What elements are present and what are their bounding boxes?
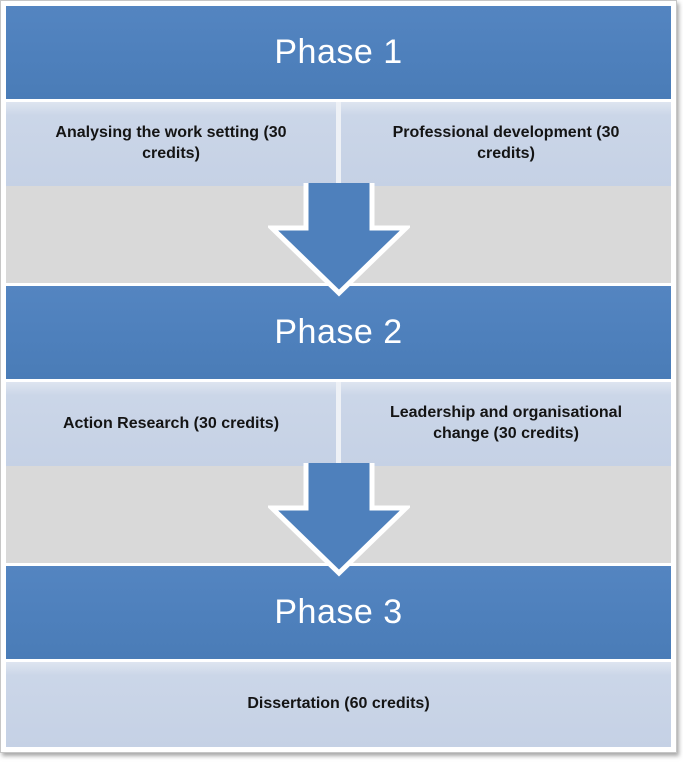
phase-flow-diagram: Phase 1 Analysing the work setting (30 c… — [6, 6, 671, 747]
divider — [6, 659, 671, 662]
phase-2-header: Phase 2 — [6, 286, 671, 379]
picture-frame: Phase 1 Analysing the work setting (30 c… — [0, 0, 677, 753]
phase-2-module-row: Action Research (30 credits) Leadership … — [6, 382, 671, 466]
phase-3-title: Phase 3 — [274, 593, 403, 631]
module-label: Professional development (30 credits) — [392, 124, 620, 162]
phase-3-header: Phase 3 — [6, 566, 671, 659]
module-label: Leadership and organisational change (30… — [389, 404, 623, 442]
module-box-leadership-change: Leadership and organisational change (30… — [341, 382, 671, 466]
phase-2-title: Phase 2 — [274, 313, 403, 351]
module-box-professional-development: Professional development (30 credits) — [341, 102, 671, 186]
arrow-band-1 — [6, 183, 671, 297]
divider — [6, 379, 671, 382]
phase-1-header: Phase 1 — [6, 6, 671, 99]
module-box-action-research: Action Research (30 credits) — [6, 382, 336, 466]
module-box-dissertation: Dissertation (60 credits) — [6, 662, 671, 747]
phase-1-title: Phase 1 — [274, 33, 403, 71]
down-arrow-icon — [267, 463, 410, 577]
arrow-band-2 — [6, 463, 671, 577]
phase-1-module-row: Analysing the work setting (30 credits) … — [6, 102, 671, 186]
divider — [6, 99, 671, 102]
module-label: Analysing the work setting (30 credits) — [55, 124, 287, 162]
module-label: Action Research (30 credits) — [62, 414, 280, 432]
module-box-analysing-work-setting: Analysing the work setting (30 credits) — [6, 102, 336, 186]
module-label: Dissertation (60 credits) — [247, 695, 430, 713]
down-arrow-icon — [267, 183, 410, 297]
